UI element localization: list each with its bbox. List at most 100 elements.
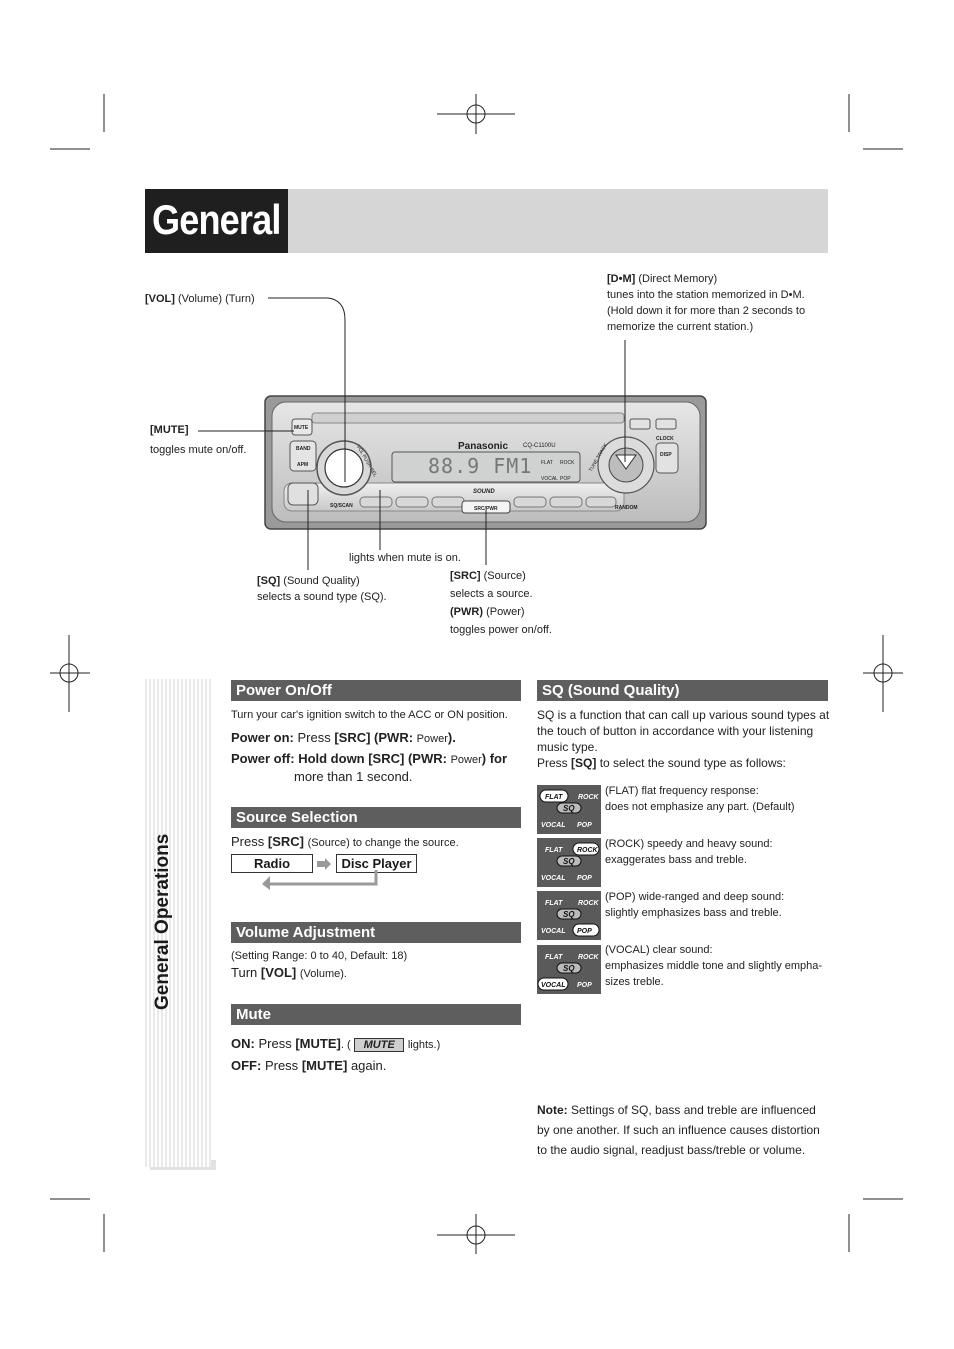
sq-tile-flat: FLAT ROCK SQ VOCAL POP (537, 785, 601, 834)
svg-text:FLAT: FLAT (545, 900, 563, 907)
mute-on-label: ON: (231, 1036, 255, 1051)
callout-dm-desc: (Direct Memory) (638, 273, 718, 285)
power-on-text: Press (297, 730, 331, 745)
power-off-small: Power (450, 754, 482, 766)
sq-item-flat: (FLAT) flat frequency response: does not… (605, 783, 795, 815)
svg-text:ROCK: ROCK (577, 847, 599, 854)
device-band-button: BAND (296, 446, 311, 452)
svg-text:POP: POP (577, 982, 592, 989)
svg-text:FLAT: FLAT (545, 794, 563, 801)
mute-off-text: Press (264, 1058, 299, 1073)
sq-item-vocal-line1: (VOCAL) clear sound: (605, 944, 713, 956)
sq-intro-line1: SQ is a function that can call up variou… (537, 708, 830, 722)
sq-intro: SQ is a function that can call up variou… (537, 707, 829, 771)
power-heading: Power On/Off (231, 680, 521, 701)
power-off-line: Power off: Hold down [SRC] (PWR: Power) … (231, 750, 507, 769)
callout-src-key: [SRC] (450, 570, 481, 582)
callout-src-line4: toggles power on/off. (450, 624, 552, 636)
svg-text:FLAT: FLAT (545, 954, 563, 961)
source-loop-arrow-icon (260, 868, 380, 892)
volume-line: Turn [VOL] (Volume). (231, 964, 347, 983)
sq-intro-press: Press (537, 756, 568, 770)
callout-dm: [D•M] (Direct Memory) tunes into the sta… (607, 271, 805, 335)
callout-mute-light: lights when mute is on. (349, 552, 461, 564)
device-pop-label: POP (560, 476, 571, 482)
sq-tile-pop: FLAT ROCK SQ VOCAL POP (537, 891, 601, 940)
svg-text:ROCK: ROCK (578, 954, 600, 961)
sq-item-vocal-line2: emphasizes middle tone and slightly emph… (605, 960, 823, 972)
power-on-end: ). (447, 730, 456, 745)
volume-range: (Setting Range: 0 to 40, Default: 18) (231, 950, 408, 962)
svg-text:SQ: SQ (563, 857, 575, 866)
header-title-box (145, 189, 288, 253)
sq-tile-vocal: FLAT ROCK SQ VOCAL POP (537, 945, 601, 994)
sq-item-rock-line2: exaggerates bass and treble. (605, 854, 747, 866)
volume-text2: (Volume). (299, 968, 347, 980)
callout-dm-line1: tunes into the station memorized in D•M. (607, 289, 805, 301)
power-off-label: Power off: (231, 751, 295, 766)
note-block: Note: Settings of SQ, bass and treble ar… (537, 1100, 820, 1160)
callout-vol-desc: (Volume) (Turn) (178, 293, 255, 305)
power-intro: Turn your car's ignition switch to the A… (231, 709, 508, 721)
device-apm-button: APM (297, 462, 309, 468)
device-disp-label: DISP (660, 452, 672, 458)
device-mute-button: MUTE (294, 425, 309, 431)
svg-text:VOCAL: VOCAL (541, 822, 566, 829)
mute-heading: Mute (231, 1004, 521, 1025)
mute-off-label: OFF: (231, 1058, 262, 1073)
mute-on-key: [MUTE] (295, 1036, 341, 1051)
power-off-text: Hold down [SRC] (PWR: (298, 751, 447, 766)
mute-off-line: OFF: Press [MUTE] again. (231, 1057, 386, 1075)
device-flat-label: FLAT (541, 460, 553, 466)
note-label: Note: (537, 1103, 568, 1117)
sq-intro-end: to select the sound type as follows: (599, 756, 786, 770)
sq-heading: SQ (Sound Quality) (537, 680, 828, 701)
svg-text:VOCAL: VOCAL (541, 982, 566, 989)
callout-vol-key: [VOL] (145, 293, 175, 305)
sq-intro-line2: the touch of button in accordance with y… (537, 724, 814, 738)
side-label: General Operations (152, 833, 173, 1010)
source-line: Press [SRC] (Source) to change the sourc… (231, 833, 459, 852)
svg-text:POP: POP (577, 928, 592, 935)
device-sound-label: SOUND (473, 489, 495, 495)
mute-on-paren-open: . ( (340, 1039, 351, 1051)
mute-on-line: ON: Press [MUTE]. ( MUTE lights.) (231, 1035, 440, 1054)
svg-text:SQ: SQ (563, 804, 575, 813)
power-on-line: Power on: Press [SRC] (PWR: Power). (231, 729, 456, 748)
callout-sq-desc: (Sound Quality) (283, 575, 360, 587)
svg-text:POP: POP (577, 822, 592, 829)
sq-item-pop-line2: slightly emphasizes bass and treble. (605, 907, 782, 919)
callout-dm-line3: memorize the current station.) (607, 321, 754, 333)
svg-text:SQ: SQ (563, 910, 575, 919)
device-src-pwr-label: SRC/PWR (474, 506, 498, 512)
callout-mute: [MUTE] toggles mute on/off. (150, 420, 246, 460)
device-display-readout: 88.9 FM1 (428, 454, 533, 478)
callout-mute-desc: toggles mute on/off. (150, 444, 247, 456)
sq-item-rock-line1: (ROCK) speedy and heavy sound: (605, 838, 773, 850)
mute-off-end: again. (350, 1058, 387, 1073)
callout-pwr-key: (PWR) (450, 606, 483, 618)
car-stereo-illustration (264, 395, 708, 533)
sq-item-vocal-line3: sizes treble. (605, 976, 664, 988)
svg-text:VOCAL: VOCAL (541, 875, 566, 882)
sq-item-pop-line1: (POP) wide-ranged and deep sound: (605, 891, 785, 903)
power-on-label: Power on: (231, 730, 294, 745)
callout-pwr-desc: (Power) (486, 606, 525, 618)
callout-dm-line2: (Hold down it for more than 2 seconds to (607, 305, 806, 317)
device-rock-label: ROCK (560, 460, 575, 466)
callout-src-line2: selects a source. (450, 588, 533, 600)
mute-indicator-badge: MUTE (354, 1037, 405, 1052)
sq-item-rock: (ROCK) speedy and heavy sound: exaggerat… (605, 836, 773, 868)
power-off-line2: more than 1 second. (294, 769, 413, 784)
callout-sq-line2: selects a sound type (SQ). (257, 591, 387, 603)
side-strip (145, 679, 211, 1167)
power-on-small: Power (416, 733, 448, 745)
volume-text1: Turn (231, 965, 258, 980)
sq-intro-key: [SQ] (571, 756, 597, 770)
mute-on-paren-close: lights.) (407, 1039, 441, 1051)
volume-heading: Volume Adjustment (231, 922, 521, 943)
sq-item-flat-line1: (FLAT) flat frequency response: (605, 785, 759, 797)
volume-key: [VOL] (260, 965, 297, 980)
sq-item-pop: (POP) wide-ranged and deep sound: slight… (605, 889, 784, 921)
